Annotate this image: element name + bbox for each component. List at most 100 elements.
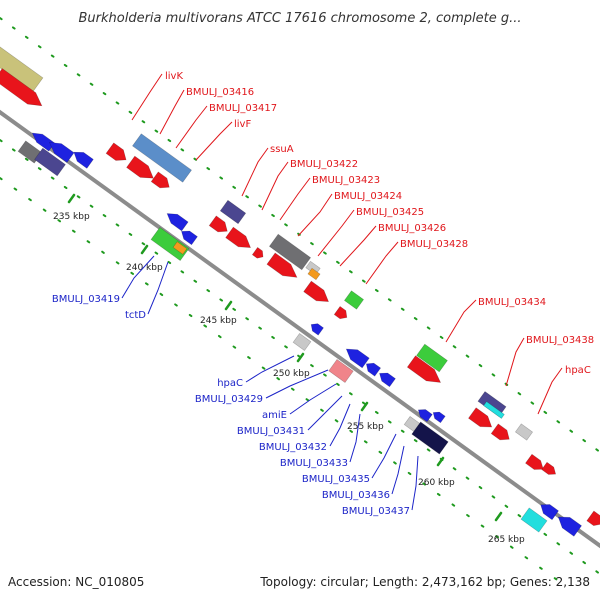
callout-amiE — [289, 383, 337, 415]
gene-label-BMULJ_03422: BMULJ_03422 — [290, 159, 358, 170]
gene-label-BMULJ_03429: BMULJ_03429 — [195, 394, 263, 405]
gene-arrow — [310, 323, 324, 336]
gene-arrow — [225, 226, 251, 248]
kbp-tick-label: 245 kbp — [200, 316, 237, 326]
gene-block — [411, 421, 449, 455]
callout-BMULJ_03429 — [265, 369, 329, 399]
gene-block — [416, 343, 448, 373]
gene-label-hpaC-minus: hpaC — [217, 378, 243, 389]
gene-label-BMULJ_03417: BMULJ_03417 — [209, 103, 277, 114]
gene-block — [172, 241, 188, 255]
gene-block — [268, 233, 312, 271]
gene-block — [34, 147, 66, 177]
callout-BMULJ_03431 — [307, 395, 343, 431]
gene-features — [0, 39, 600, 537]
gene-arrow — [365, 362, 382, 377]
genome-backbone — [0, 109, 600, 549]
gene-arrow — [105, 142, 127, 161]
kbp-tick-label: 250 kbp — [273, 369, 310, 379]
callout-BMULJ_03419 — [121, 255, 155, 299]
callout-BMULJ_03425 — [317, 209, 355, 257]
gene-arrow — [31, 132, 56, 152]
gene-block — [219, 199, 247, 225]
callout-BMULJ_03438 — [505, 337, 525, 387]
gene-block — [520, 507, 548, 533]
gene-arrow — [379, 372, 396, 388]
callout-BMULJ_03424 — [297, 193, 333, 237]
gene-label-BMULJ_03436: BMULJ_03436 — [322, 490, 390, 501]
gene-label-BMULJ_03428: BMULJ_03428 — [400, 239, 468, 250]
gene-arrow — [0, 68, 43, 107]
gene-block — [307, 267, 321, 281]
gene-block — [343, 290, 365, 310]
gene-arrow — [490, 423, 510, 441]
gene-label-ssuA: ssuA — [270, 144, 294, 155]
gene-label-BMULJ_03425: BMULJ_03425 — [356, 207, 424, 218]
gene-block — [292, 333, 312, 351]
plus-strand-labels: livK BMULJ_03416 BMULJ_03417 livF ssuA B… — [165, 71, 594, 376]
outer-tick-track — [0, 17, 600, 453]
callout-BMULJ_03416 — [159, 89, 185, 135]
gene-arrow — [525, 453, 544, 470]
callout-BMULJ_03426 — [339, 225, 377, 267]
gene-arrow — [406, 355, 442, 383]
kbp-tick-mark — [67, 193, 76, 204]
kbp-tick-label: 255 kbp — [347, 422, 384, 432]
kbp-ticks — [67, 193, 503, 522]
inner-tick-track-2 — [0, 177, 561, 583]
callout-BMULJ_03435 — [371, 433, 397, 479]
gene-arrow — [208, 215, 228, 233]
callout-BMULJ_03434 — [445, 299, 477, 343]
gene-label-BMULJ_03423: BMULJ_03423 — [312, 175, 380, 186]
gene-arrow — [333, 306, 348, 320]
gene-label-amiE: amiE — [262, 410, 287, 421]
gene-arrow — [150, 171, 170, 189]
gene-block — [514, 423, 534, 441]
gene-label-BMULJ_03431: BMULJ_03431 — [237, 426, 305, 437]
gene-arrow — [303, 280, 329, 302]
gene-label-BMULJ_03432: BMULJ_03432 — [259, 442, 327, 453]
callout-BMULJ_03423 — [279, 177, 311, 221]
gene-arrow — [48, 142, 75, 163]
kbp-tick-label: 240 kbp — [126, 263, 163, 273]
callout-livK — [131, 73, 163, 121]
kbp-tick-label: 235 kbp — [53, 212, 90, 222]
minus-strand-labels: BMULJ_03419 tctD hpaC BMULJ_03429 amiE B… — [52, 294, 410, 517]
gene-label-livK: livK — [165, 71, 183, 82]
gene-label-tctD: tctD — [125, 310, 146, 321]
gene-label-BMULJ_03424: BMULJ_03424 — [334, 191, 402, 202]
kbp-tick-mark — [140, 244, 149, 255]
gene-arrow — [345, 348, 370, 369]
topology-summary: Topology: circular; Length: 2,473,162 bp… — [259, 575, 590, 589]
gene-block — [328, 359, 354, 383]
callout-hpaC-minus — [245, 355, 295, 383]
gene-label-BMULJ_03416: BMULJ_03416 — [186, 87, 254, 98]
gene-arrow — [586, 510, 600, 527]
callout-BMULJ_03437 — [411, 455, 419, 511]
callout-BMULJ_03433 — [349, 413, 361, 463]
gene-label-BMULJ_03426: BMULJ_03426 — [378, 223, 446, 234]
gene-label-BMULJ_03438: BMULJ_03438 — [526, 335, 594, 346]
callout-BMULJ_03432 — [329, 403, 351, 447]
gene-label-BMULJ_03437: BMULJ_03437 — [342, 506, 410, 517]
gene-arrow — [417, 409, 433, 423]
gene-arrow — [266, 252, 298, 278]
callout-BMULJ_03436 — [391, 445, 405, 495]
gene-block — [150, 226, 190, 262]
gene-label-hpaC-plus: hpaC — [565, 365, 591, 376]
kbp-tick-label: 265 kbp — [488, 535, 525, 545]
gene-label-BMULJ_03435: BMULJ_03435 — [302, 474, 370, 485]
callout-tctD — [147, 261, 169, 315]
kbp-tick-label: 260 kbp — [418, 478, 455, 488]
gene-arrow — [557, 516, 582, 537]
label-callouts — [121, 73, 563, 511]
kbp-tick-mark — [224, 300, 233, 311]
gene-block — [483, 401, 505, 419]
kbp-tick-mark — [436, 456, 445, 467]
callout-BMULJ_03422 — [261, 161, 289, 211]
gene-label-BMULJ_03419: BMULJ_03419 — [52, 294, 120, 305]
gene-arrow — [541, 461, 557, 475]
accession-text: Accession: NC_010805 — [8, 575, 144, 589]
callout-BMULJ_03417 — [175, 105, 208, 149]
